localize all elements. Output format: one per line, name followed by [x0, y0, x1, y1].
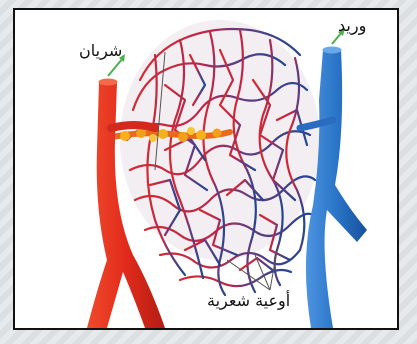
vein-label: وريد — [338, 18, 366, 34]
diagram-frame: شريان وريد أوعية شعرية — [13, 8, 399, 330]
capillaries-label: أوعية شعرية — [207, 293, 290, 309]
capillary-diagram — [15, 10, 397, 328]
artery-label: شريان — [79, 43, 122, 59]
